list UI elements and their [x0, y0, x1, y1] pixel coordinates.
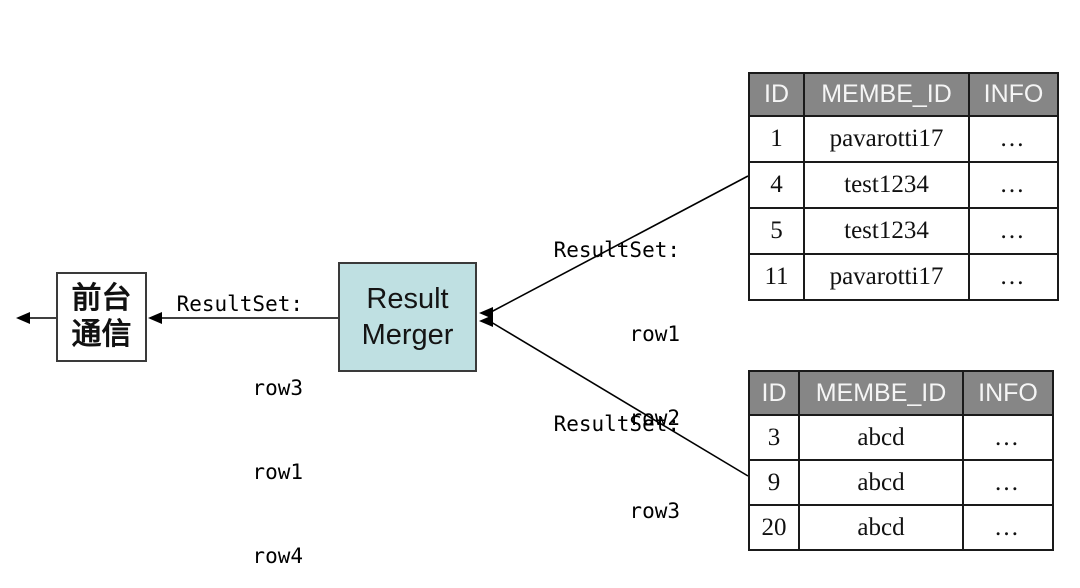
- column-header-info: INFO: [968, 72, 1059, 117]
- cell-membe-id: pavarotti17: [803, 115, 970, 163]
- column-header-info: INFO: [962, 370, 1054, 416]
- resultset-bottom-row: row3: [629, 499, 680, 523]
- bottom-result-table: ID MEMBE_ID INFO 3 abcd … 9 abcd … 20 ab…: [748, 370, 1054, 551]
- cell-info: …: [962, 504, 1054, 551]
- merger-box-label-line1: Result: [366, 283, 449, 315]
- cell-id: 20: [748, 504, 800, 551]
- column-header-id: ID: [748, 370, 800, 416]
- column-header-membe-id: MEMBE_ID: [803, 72, 970, 117]
- front-communication-box: 前台 通信: [56, 272, 147, 362]
- resultset-merged-title: ResultSet:: [176, 292, 303, 316]
- resultset-top-row: row1: [629, 322, 680, 346]
- column-header-id: ID: [748, 72, 805, 117]
- front-box-label-line2: 通信: [71, 318, 132, 351]
- cell-info: …: [968, 161, 1059, 209]
- table-row: 1 pavarotti17 …: [748, 115, 1059, 163]
- resultset-merged-row: row3: [252, 376, 303, 400]
- table-row: 20 abcd …: [748, 504, 1054, 551]
- cell-membe-id: abcd: [798, 414, 964, 461]
- resultset-bottom-row: row4: [554, 584, 680, 588]
- bottom-table-arrowhead-icon: [479, 315, 493, 327]
- table-row: 3 abcd …: [748, 414, 1054, 461]
- table-header-row: ID MEMBE_ID INFO: [748, 370, 1054, 416]
- cell-info: …: [962, 414, 1054, 461]
- merger-box-label-line2: Merger: [361, 319, 454, 351]
- column-header-membe-id: MEMBE_ID: [798, 370, 964, 416]
- resultset-merged-label: ResultSet: row3 row1 row4 row5 row2: [177, 234, 303, 588]
- cell-info: …: [962, 459, 1054, 506]
- resultset-top-title: ResultSet:: [553, 238, 680, 262]
- cell-info: …: [968, 253, 1059, 301]
- front-box-label-line1: 前台: [71, 282, 132, 315]
- cell-info: …: [968, 207, 1059, 255]
- table-row: 11 pavarotti17 …: [748, 253, 1059, 301]
- top-table-arrowhead-icon: [479, 307, 493, 319]
- resultset-bottom-title: ResultSet:: [553, 412, 680, 436]
- resultset-top-label: ResultSet: row1 row2: [554, 180, 680, 488]
- cell-id: 3: [748, 414, 800, 461]
- table-header-row: ID MEMBE_ID INFO: [748, 72, 1059, 117]
- table-row: 9 abcd …: [748, 459, 1054, 506]
- resultset-merged-row: row1: [252, 460, 303, 484]
- output-arrowhead-icon: [16, 312, 30, 324]
- table-row: 4 test1234 …: [748, 161, 1059, 209]
- resultset-merged-row: row4: [252, 544, 303, 568]
- merger-to-front-arrowhead-icon: [148, 312, 162, 324]
- resultset-bottom-label: ResultSet: row3 row4 row5: [554, 352, 680, 588]
- cell-id: 5: [748, 207, 805, 255]
- cell-id: 9: [748, 459, 800, 506]
- cell-id: 4: [748, 161, 805, 209]
- result-merger-box: Result Merger: [338, 262, 477, 372]
- cell-id: 11: [748, 253, 805, 301]
- cell-id: 1: [748, 115, 805, 163]
- cell-membe-id: abcd: [798, 459, 964, 506]
- cell-membe-id: test1234: [803, 207, 970, 255]
- cell-membe-id: test1234: [803, 161, 970, 209]
- cell-membe-id: abcd: [798, 504, 964, 551]
- cell-info: …: [968, 115, 1059, 163]
- cell-membe-id: pavarotti17: [803, 253, 970, 301]
- top-result-table: ID MEMBE_ID INFO 1 pavarotti17 … 4 test1…: [748, 72, 1059, 301]
- resultset-top-row: row2: [629, 406, 680, 430]
- table-row: 5 test1234 …: [748, 207, 1059, 255]
